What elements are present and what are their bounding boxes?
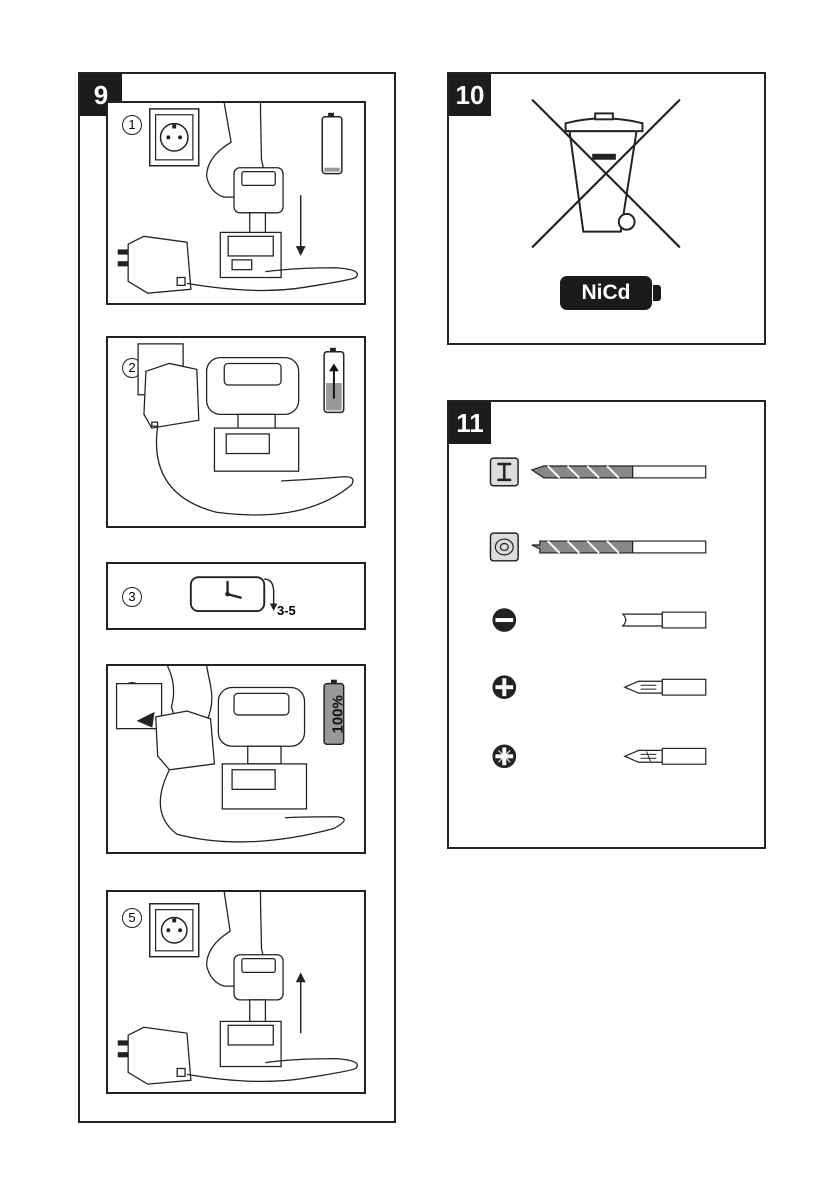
- phillips-screwdriver-bit: [625, 679, 706, 695]
- wood-icon: [490, 533, 518, 561]
- battery-on-charger-icon: [207, 358, 299, 472]
- step-4-illustration: 4 100%: [106, 664, 366, 854]
- charger-adapter-icon: [118, 236, 191, 293]
- figure-10-panel: 10 NiCd: [447, 72, 766, 345]
- hand-battery-icon: [207, 892, 283, 1067]
- hand-battery-icon: [207, 103, 283, 278]
- charger-cable: [187, 1059, 357, 1082]
- figure-9-panel: 9 1: [78, 72, 396, 1123]
- pozidriv-screwdriver-bit: [625, 748, 706, 764]
- metal-beam-icon: [490, 458, 518, 486]
- phillips-screw-icon: [492, 675, 516, 699]
- charger-adapter-icon: [118, 1027, 191, 1084]
- hand-unplug-icon: [117, 666, 215, 770]
- battery-charging-icon: [324, 348, 344, 413]
- battery-empty-icon: [322, 113, 342, 174]
- clock-icon: [191, 577, 278, 611]
- down-arrow-icon: [296, 195, 306, 256]
- step-2-illustration: 2: [106, 336, 366, 528]
- step-1-illustration: 1: [106, 101, 366, 305]
- battery-percent-text: 100%: [330, 698, 347, 734]
- metal-drill-bit: [532, 466, 706, 478]
- crossed-out-bin-icon: [532, 100, 680, 248]
- up-arrow-icon: [296, 972, 306, 1033]
- slotted-screwdriver-bit: [623, 612, 706, 628]
- step-3-illustration: 3 3-5: [106, 562, 366, 630]
- charge-time-text: 3-5: [277, 603, 296, 618]
- step-5-illustration: 5: [106, 890, 366, 1094]
- figure-11-panel: 11: [447, 400, 766, 849]
- slotted-screw-icon: [492, 608, 516, 632]
- wood-drill-bit: [532, 541, 706, 553]
- battery-on-charger-icon: [218, 688, 306, 809]
- charger-plugged-icon: [138, 344, 199, 428]
- charger-cable: [187, 268, 357, 291]
- nicd-battery-badge: NiCd: [560, 276, 652, 310]
- wall-socket-icon: [150, 904, 199, 957]
- pozidriv-screw-icon: [492, 744, 516, 768]
- wall-socket-icon: [150, 109, 199, 166]
